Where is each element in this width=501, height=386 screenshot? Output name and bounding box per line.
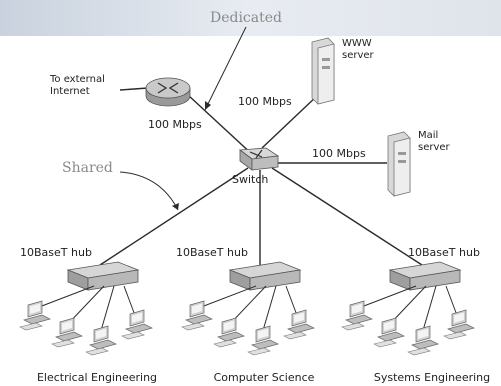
computer-icon [19,300,51,331]
mail-server-icon [387,131,411,197]
router-label-line2: Internet [50,86,90,97]
switch-icon [238,147,280,171]
computer-icon [283,309,315,340]
computer-icon [85,325,117,356]
computer-icon [373,317,405,348]
www-server-label-line2: server [342,50,375,61]
www-server-icon [311,37,335,105]
computer-icon [181,300,213,331]
link-speed-router-switch: 100 Mbps [148,118,202,131]
computer-icon [247,325,279,356]
router-icon [145,77,191,107]
computer-icon [341,300,373,331]
header-band [0,0,501,36]
mail-server-label-line2: server [418,142,451,153]
annotation-arrows [119,26,247,211]
department-label-se: Systems Engineering [374,371,490,384]
router-label-line1: To external [49,74,105,85]
department-label-cs: Computer Science [214,371,315,384]
computers [19,285,475,356]
link-speed-mail-switch: 100 Mbps [312,147,366,160]
link-hub-computer [195,285,257,310]
mail-server-label-line1: Mail [418,130,438,141]
link-router-switch [187,94,256,158]
link-switch-hub-se [271,167,423,266]
department-label-ee: Electrical Engineering [37,371,157,384]
link-hub-computer [421,285,437,335]
computer-icon [443,309,475,340]
link-hub-computer [99,285,115,335]
link-internet-router [119,87,149,91]
link-speed-www-switch: 100 Mbps [238,95,292,108]
link-switch-hub-ee [99,167,249,266]
hub-icon-cs [228,261,302,291]
links [99,87,423,266]
computer-icon [407,325,439,356]
switch-label: Switch [232,173,268,186]
dedicated-arrow [204,26,247,111]
hub-label-cs: 10BaseT hub [176,246,248,259]
link-www-switch [261,94,319,149]
www-server-label-line1: WWW [342,38,372,49]
hub-icon-se [388,261,462,291]
link-hub-computer [261,285,277,335]
computer-icon [51,317,83,348]
link-hub-computer [355,285,417,310]
link-hub-computer [33,285,95,310]
hub-label-se: 10BaseT hub [408,246,480,259]
hubs [66,261,462,291]
shared-arrow [119,171,179,211]
shared-annotation: Shared [62,160,113,176]
hub-icon-ee [66,261,140,291]
computer-icon [121,309,153,340]
computer-icon [213,317,245,348]
dedicated-annotation: Dedicated [210,10,282,26]
hub-label-ee: 10BaseT hub [20,246,92,259]
